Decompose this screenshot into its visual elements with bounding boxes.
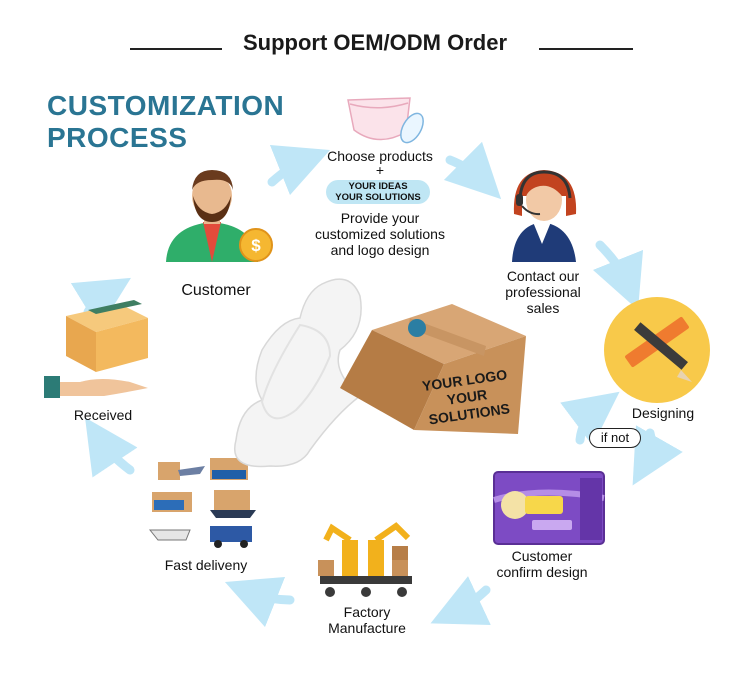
package-icon xyxy=(493,471,605,545)
confirm-line1: Customer xyxy=(511,548,573,564)
arrow-factory-to-delivery xyxy=(224,576,295,628)
factory-label: Factory Manufacture xyxy=(310,604,424,636)
contact-line2: professional xyxy=(505,284,581,300)
arrow-customer-to-choose xyxy=(267,144,331,196)
customer-icon xyxy=(166,170,258,262)
pill-line1: YOUR IDEAS xyxy=(348,181,408,192)
arrow-contact-to-designing xyxy=(592,240,644,311)
factory-robot-icon xyxy=(318,522,412,597)
provide-solutions-label: Provide your customized solutions and lo… xyxy=(295,210,465,258)
sanitary-pad-icon xyxy=(234,278,362,468)
if-not-badge: if not xyxy=(589,428,641,448)
delivery-vehicles-icon xyxy=(148,458,256,548)
arrow-confirm-to-factory xyxy=(430,576,491,626)
coin-icon: $ xyxy=(239,228,273,262)
header-line-right xyxy=(539,48,633,50)
contact-line1: Contact our xyxy=(506,268,580,284)
factory-line2: Manufacture xyxy=(328,620,406,636)
provide-line3: and logo design xyxy=(330,242,430,258)
cardboard-box-icon xyxy=(340,304,526,434)
page-title: Support OEM/ODM Order xyxy=(243,30,507,55)
contact-sales-label: Contact our professional sales xyxy=(488,268,598,316)
confirm-design-label: Customer confirm design xyxy=(480,548,604,580)
svg-text:$: $ xyxy=(251,236,261,255)
provide-line1: Provide your xyxy=(340,210,420,226)
process-title-line2: PROCESS xyxy=(47,122,188,153)
contact-line3: sales xyxy=(526,300,560,316)
confirm-line2: confirm design xyxy=(496,564,588,580)
plus-sign: + xyxy=(375,162,385,178)
received-box-hand-icon xyxy=(44,300,148,398)
customer-label: Customer xyxy=(181,282,251,299)
factory-line1: Factory xyxy=(343,604,391,620)
arrow-designing-to-confirm xyxy=(632,425,683,486)
process-title: CUSTOMIZATION PROCESS xyxy=(47,90,284,154)
designing-label: Designing xyxy=(631,405,695,421)
header-line-left xyxy=(130,48,222,50)
diaper-icon xyxy=(347,97,424,144)
cycle-arrows xyxy=(70,141,683,628)
your-ideas-pill: YOUR IDEAS YOUR SOLUTIONS xyxy=(326,180,430,204)
process-title-line1: CUSTOMIZATION xyxy=(47,90,285,121)
sales-agent-icon xyxy=(512,170,577,262)
received-label: Received xyxy=(73,407,133,423)
arrow-delivery-to-received xyxy=(85,417,138,478)
choose-products-label: Choose products xyxy=(327,148,433,164)
pill-line2: YOUR SOLUTIONS xyxy=(335,192,421,203)
arrow-designing-loop xyxy=(560,391,620,446)
fast-delivery-label: Fast deliveny xyxy=(164,557,248,573)
arrow-choose-to-contact xyxy=(443,141,502,200)
pencil-ruler-icon xyxy=(604,297,710,403)
step-choose-products: Choose products + xyxy=(300,148,460,178)
provide-line2: customized solutions xyxy=(315,226,445,242)
